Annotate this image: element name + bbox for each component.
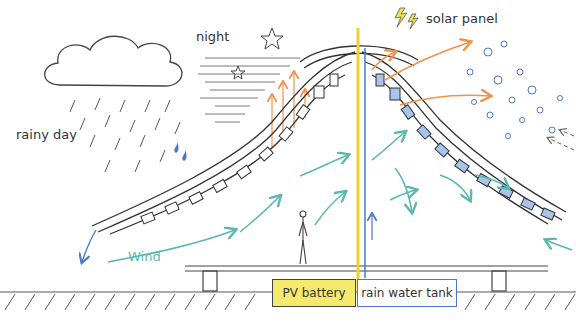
star [231,28,283,79]
power-line [357,28,360,292]
person [299,211,307,264]
water-pipe [364,48,366,278]
raindrop [174,142,178,153]
wind-arrows [108,132,572,262]
storage-box: rain water tank [357,279,457,307]
box-text: rain water tank [358,286,456,300]
annotation-label: rainy day [16,128,77,141]
drain-arrow [82,230,96,262]
bubbles [467,41,563,139]
annotation-label: solar panel [426,12,498,25]
canopy [92,46,566,234]
annotation-label: night [196,30,229,43]
raindrop [182,150,186,161]
heat-arrows [372,42,490,105]
panels [376,74,555,220]
storage-box: PV battery [272,279,356,307]
panels [141,74,338,224]
water-arrow [371,214,372,240]
lightning [395,8,418,29]
annotation-label: Wind [128,250,161,263]
box-text: PV battery [279,286,348,300]
cloud [45,36,182,86]
night-sky [198,58,300,122]
breeze-arrows [548,130,574,150]
rain [70,98,180,172]
